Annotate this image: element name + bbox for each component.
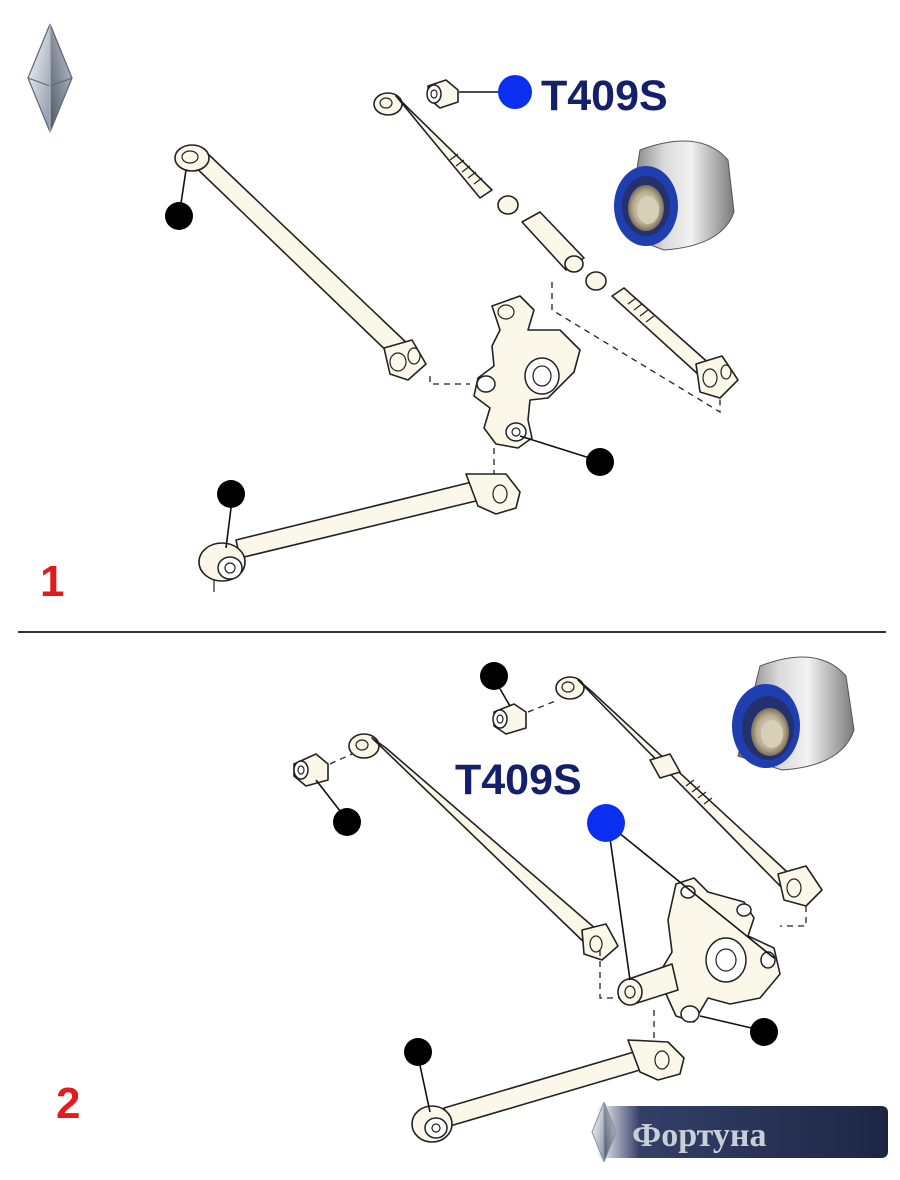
diamond-logo-icon	[27, 23, 73, 133]
figure-2: T409S 2	[56, 656, 855, 1143]
marker-bushing	[165, 202, 193, 230]
figure-number: 2	[56, 1079, 80, 1128]
bushing-photo-icon	[732, 656, 855, 771]
lower-trailing-arm	[198, 473, 521, 592]
bushing-photo-icon	[614, 140, 735, 251]
brand-badge: Фортуна	[591, 1101, 888, 1163]
toe-link-assembly	[373, 92, 739, 414]
marker-t409s	[587, 804, 625, 842]
figure-number: 1	[40, 557, 64, 606]
marker-bushing	[480, 662, 508, 690]
toe-link-assembly	[555, 676, 823, 927]
marker-bushing	[750, 1018, 778, 1046]
marker-bushing	[217, 480, 245, 508]
marker-t409s	[498, 75, 532, 109]
rear-knuckle	[429, 295, 581, 478]
marker-bushing	[404, 1038, 432, 1066]
marker-bushing	[333, 808, 361, 836]
marker-bushing	[586, 448, 614, 476]
t409s-bushing-drawing	[426, 79, 459, 109]
part-code-label: T409S	[455, 756, 582, 804]
part-code-label: T409S	[541, 72, 668, 120]
brand-name: Фортуна	[632, 1117, 767, 1154]
small-bushing-drawing	[492, 699, 559, 735]
lower-trailing-arm	[411, 1039, 685, 1143]
upper-control-arm	[174, 144, 427, 381]
small-bushing-drawing	[293, 753, 353, 787]
diamond-logo-icon	[591, 1101, 617, 1163]
figure-1: T409S 1	[40, 72, 739, 606]
rear-knuckle	[599, 877, 781, 1040]
upper-control-arm	[348, 733, 619, 961]
